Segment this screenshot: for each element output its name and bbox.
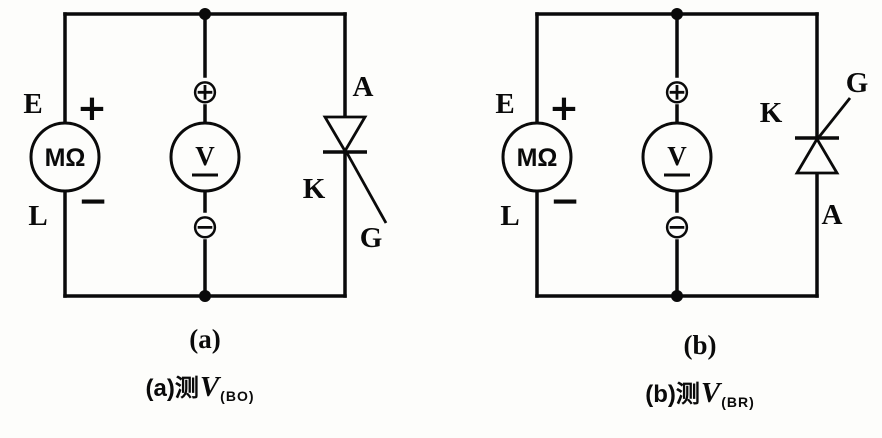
caption-b: (b)测V(BR) (595, 374, 805, 410)
megohmmeter-body (29, 121, 101, 193)
caption-a-prefix: (a)测 (145, 375, 199, 402)
terminal-K-label: K (760, 97, 783, 129)
terminal-E-label: E (23, 88, 42, 120)
megohmmeter-label: MΩ (45, 144, 86, 172)
caption-a-voltage-symbol: V (199, 371, 220, 403)
junction-dot-bottom (671, 290, 683, 302)
thyristor-triangle (322, 115, 368, 154)
circled-plus-icon: ⊕ (191, 72, 220, 112)
subfigure-label-a: (a) (189, 324, 221, 354)
junction-dot-top (199, 8, 211, 20)
junction-dot-bottom (199, 290, 211, 302)
circled-minus-icon: ⊖ (191, 207, 220, 247)
megohmmeter-body (501, 121, 573, 193)
terminal-A-label: A (822, 199, 843, 231)
caption-b-prefix: (b)测 (645, 381, 700, 408)
voltmeter-label: V (195, 141, 215, 171)
voltmeter-label: V (667, 141, 687, 171)
plus-sign: + (549, 88, 579, 129)
plus-sign: + (77, 88, 107, 129)
caption-a-subscript: (BO) (220, 388, 255, 404)
terminal-K-label: K (303, 173, 326, 205)
junction-dot-top (671, 8, 683, 20)
caption-b-subscript: (BR) (721, 394, 755, 410)
terminal-G-label: G (846, 67, 869, 99)
circuit-b: MΩ E + L − V ⊕ ⊖ K G A (472, 0, 882, 315)
circuit-a-drawing: MΩ E + L − V ⊕ ⊖ A K G (23, 8, 388, 302)
thyristor-symbol (794, 97, 852, 175)
thyristor-symbol (322, 115, 388, 224)
terminal-A-label: A (353, 71, 374, 103)
voltmeter-body (641, 121, 713, 193)
terminal-E-label: E (495, 88, 514, 120)
caption-a: (a)测V(BO) (95, 368, 305, 404)
thyristor-gate-lead (817, 97, 852, 138)
circled-minus-icon: ⊖ (663, 207, 692, 247)
terminal-L-label: L (500, 200, 519, 232)
minus-sign: − (78, 181, 108, 222)
circuit-b-drawing: MΩ E + L − V ⊕ ⊖ K G A (495, 8, 869, 302)
megohmmeter-label: MΩ (517, 144, 558, 172)
wires (535, 12, 819, 298)
thyristor-gate-lead (345, 152, 388, 224)
circled-plus-icon: ⊕ (663, 72, 692, 112)
subfigure-label-b: (b) (683, 330, 717, 360)
terminal-G-label: G (360, 222, 383, 254)
thyristor-triangle (794, 136, 840, 175)
voltmeter-body (169, 121, 241, 193)
minus-sign: − (550, 181, 580, 222)
caption-b-voltage-symbol: V (700, 377, 721, 409)
terminal-L-label: L (28, 200, 47, 232)
circuit-a: MΩ E + L − V ⊕ ⊖ A K G (0, 0, 410, 315)
